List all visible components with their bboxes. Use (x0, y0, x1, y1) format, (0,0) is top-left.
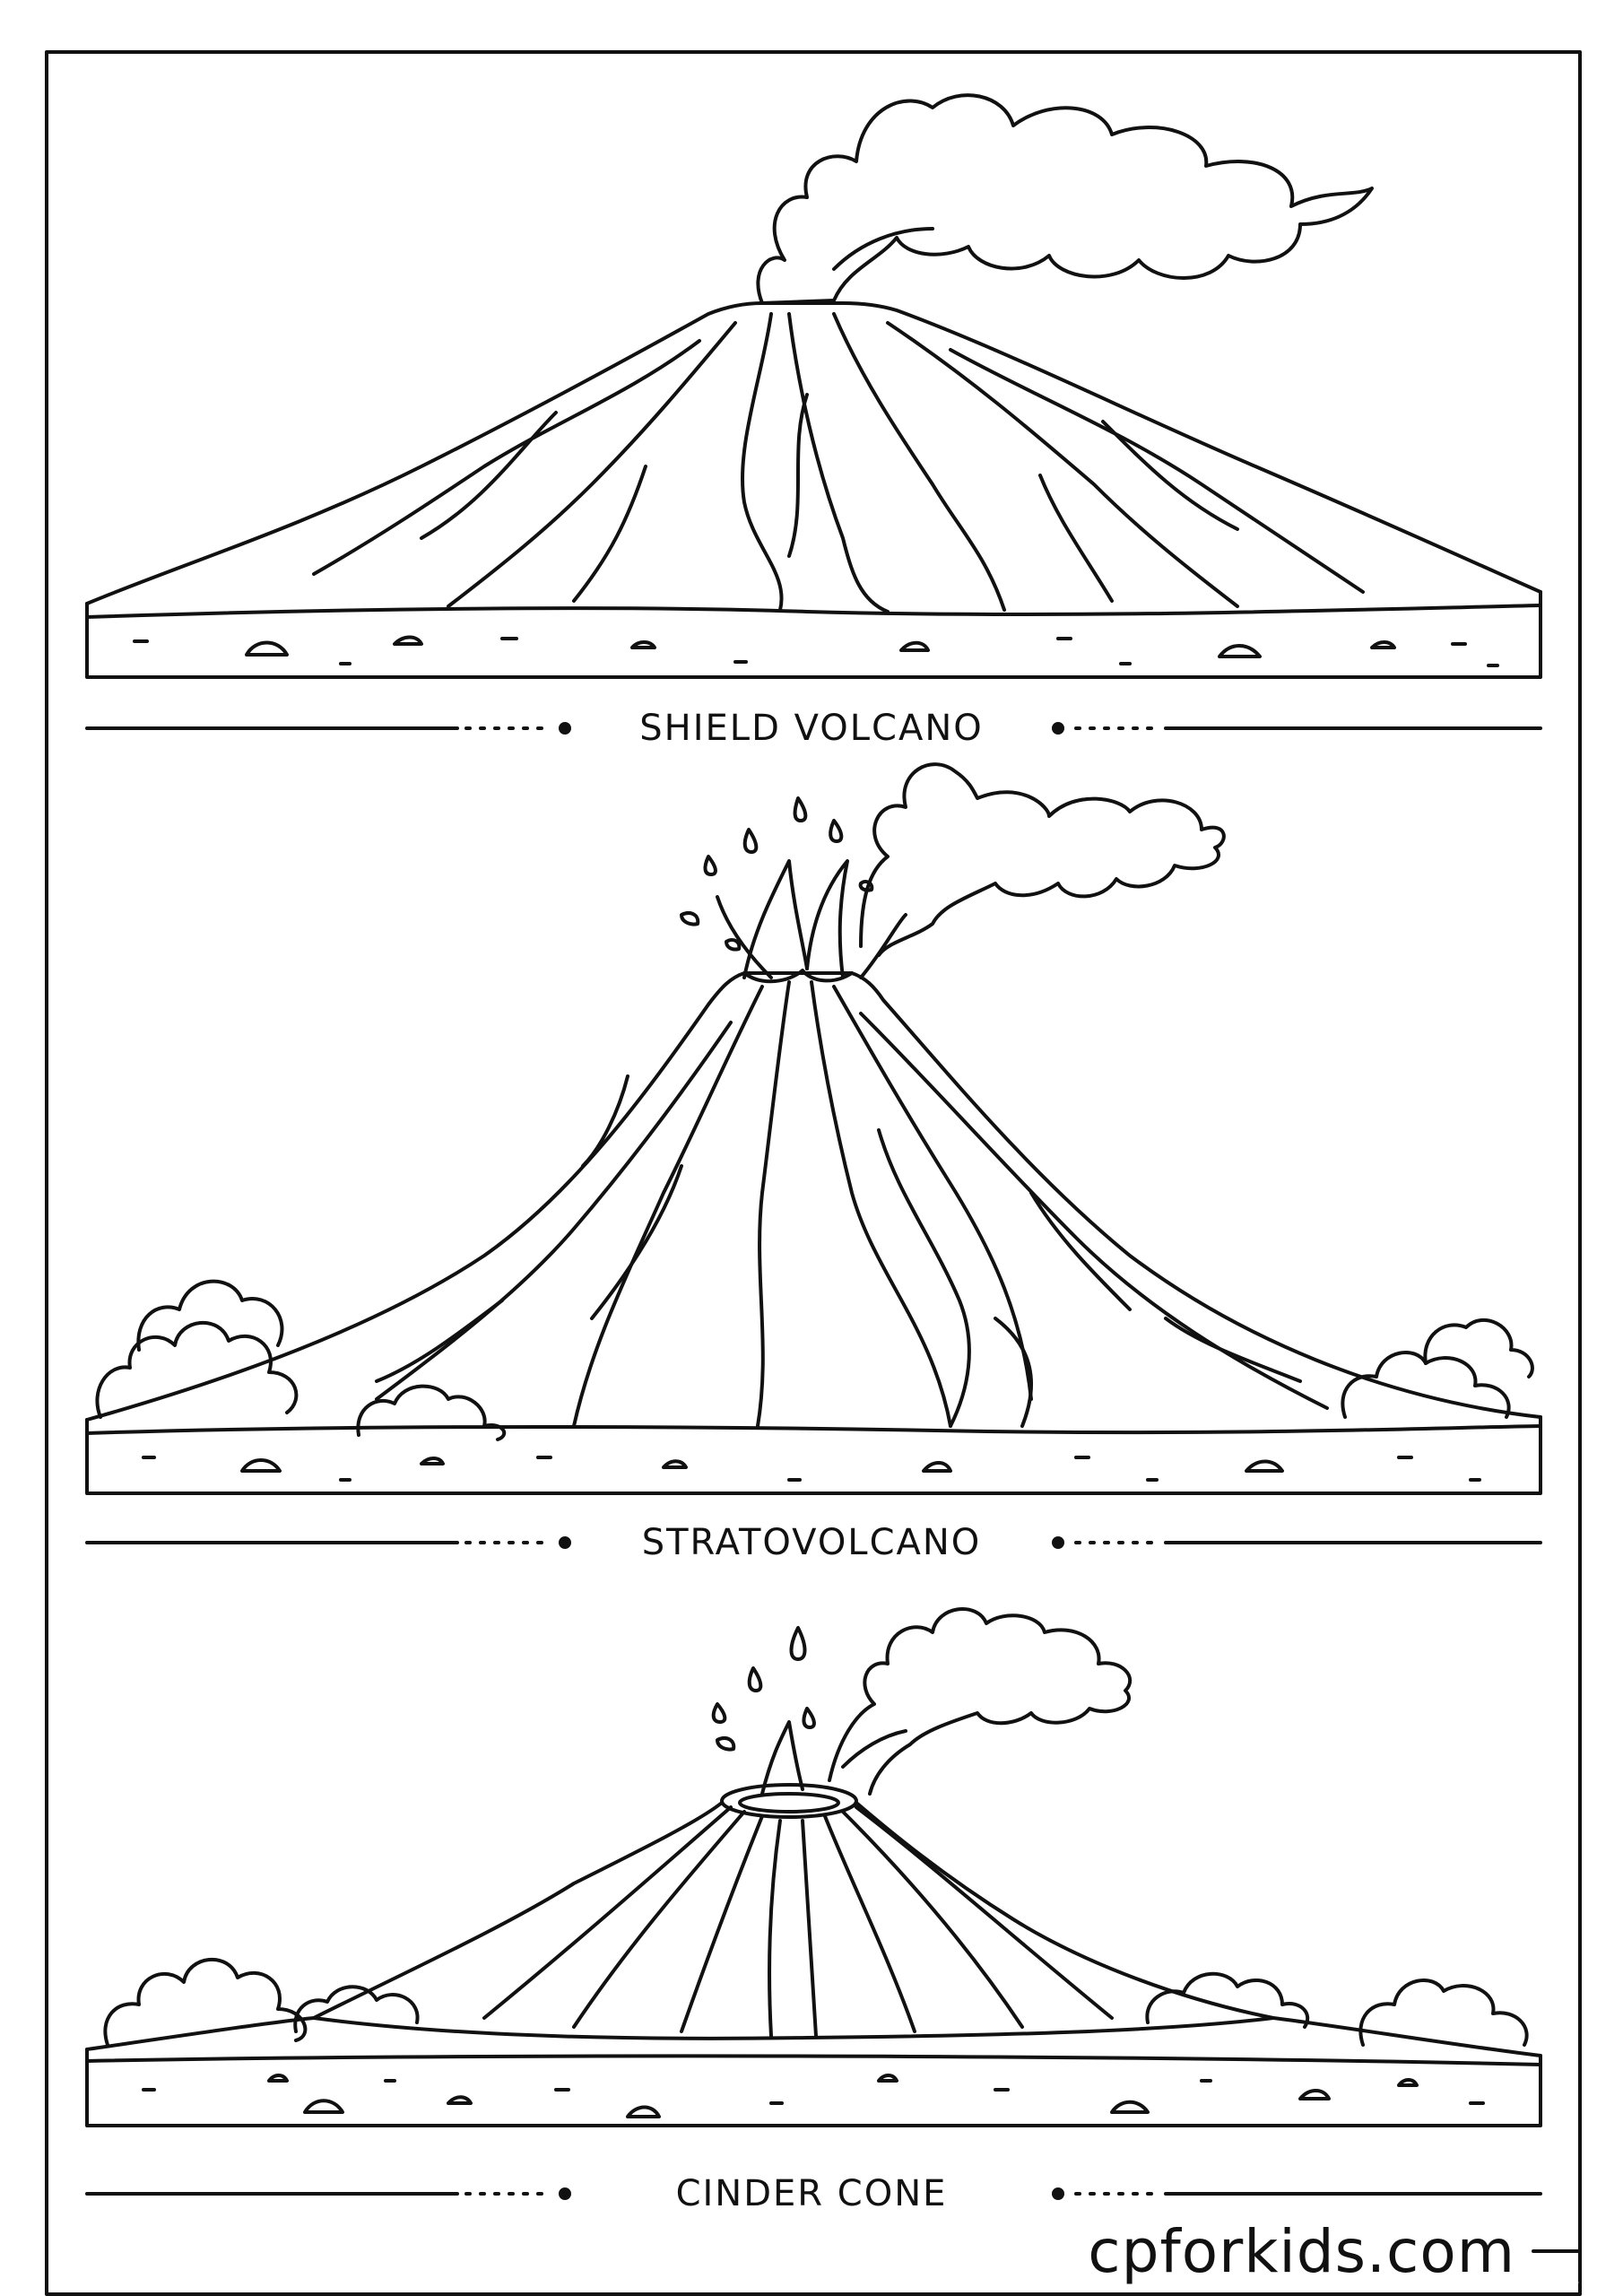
stratovolcano-illustration (85, 762, 1542, 1495)
lava-droplet-icon (793, 796, 808, 822)
divider-shield (85, 722, 1542, 735)
divider-strato (85, 1536, 1542, 1549)
label-cinder-cone: CINDER CONE (675, 2173, 948, 2214)
smoke-cloud-icon (828, 1607, 1133, 1796)
rock-icon (245, 640, 289, 657)
label-shield-volcano: SHIELD VOLCANO (639, 708, 984, 749)
strato-mountain (85, 971, 1542, 1422)
brand-watermark: cpforkids.com (1088, 2217, 1515, 2286)
lava-droplet-icon (789, 1626, 807, 1661)
smoke-cloud-icon (859, 762, 1226, 957)
shield-mountain (85, 301, 1542, 605)
divider-cinder (85, 2187, 1542, 2200)
page-frame (45, 50, 1582, 2296)
label-stratovolcano: STRATOVOLCANO (641, 1522, 982, 1563)
bush-icon (95, 1320, 299, 1419)
smoke-cloud-icon (756, 93, 1374, 305)
shield-volcano-illustration (85, 93, 1542, 679)
bush-icon (103, 1957, 308, 2047)
cinder-mountain (312, 1801, 1275, 2020)
cinder-cone-illustration (85, 1607, 1542, 2127)
